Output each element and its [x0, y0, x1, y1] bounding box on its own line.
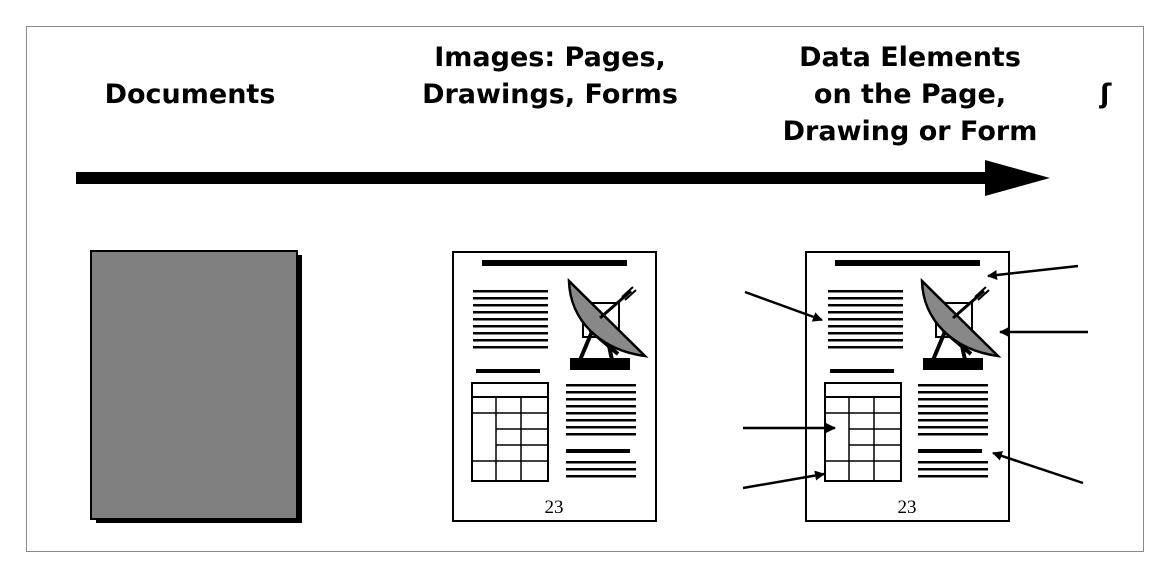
pointer-arrow-column-text	[992, 451, 1084, 485]
document-page	[90, 250, 298, 520]
data-elements-page-number: 23	[898, 497, 917, 518]
data-elements-column-lines	[918, 384, 988, 478]
progression-arrow-head	[985, 160, 1050, 196]
element-pointer-arrows	[742, 264, 1088, 490]
column-title-documents: Documents	[80, 76, 300, 113]
column-title-elements-line-2: on the Page,	[813, 79, 1007, 110]
pointer-arrow-text-block	[744, 290, 823, 322]
pointer-arrow-heading	[987, 264, 1079, 280]
data-elements-heading-bar	[835, 260, 980, 266]
image-page-text-lines	[473, 290, 548, 349]
pointer-arrow-form-field	[742, 470, 825, 490]
image-page-heading-bar	[482, 260, 627, 266]
data-elements-text-lines	[828, 290, 903, 349]
image-page-subheading-bar	[476, 369, 540, 373]
progression-arrow	[76, 160, 1050, 196]
column-title-documents-line: Documents	[104, 79, 276, 110]
image-page-column-lines	[566, 384, 636, 478]
column-title-data-elements: Data Elements on the Page, Drawing or Fo…	[760, 39, 1060, 150]
column-title-cut-off-glyph: ʃ	[1100, 79, 1112, 110]
column-title-images: Images: Pages, Drawings, Forms	[410, 39, 690, 113]
column-title-elements-line-3: Drawing or Form	[782, 116, 1038, 147]
document-icon	[90, 250, 302, 523]
data-elements-page: 23	[742, 251, 1088, 522]
progression-arrow-shaft	[76, 172, 988, 184]
image-page: 23	[452, 251, 657, 522]
column-title-cut-off: ʃ	[1100, 76, 1114, 113]
column-title-images-line-2: Drawings, Forms	[422, 79, 678, 110]
image-page-table	[471, 382, 549, 482]
data-elements-table	[824, 382, 902, 482]
data-elements-subheading-bar	[830, 369, 894, 373]
column-title-elements-line-1: Data Elements	[799, 42, 1021, 73]
column-title-images-line-1: Images: Pages,	[434, 42, 666, 73]
image-page-number: 23	[545, 497, 564, 518]
